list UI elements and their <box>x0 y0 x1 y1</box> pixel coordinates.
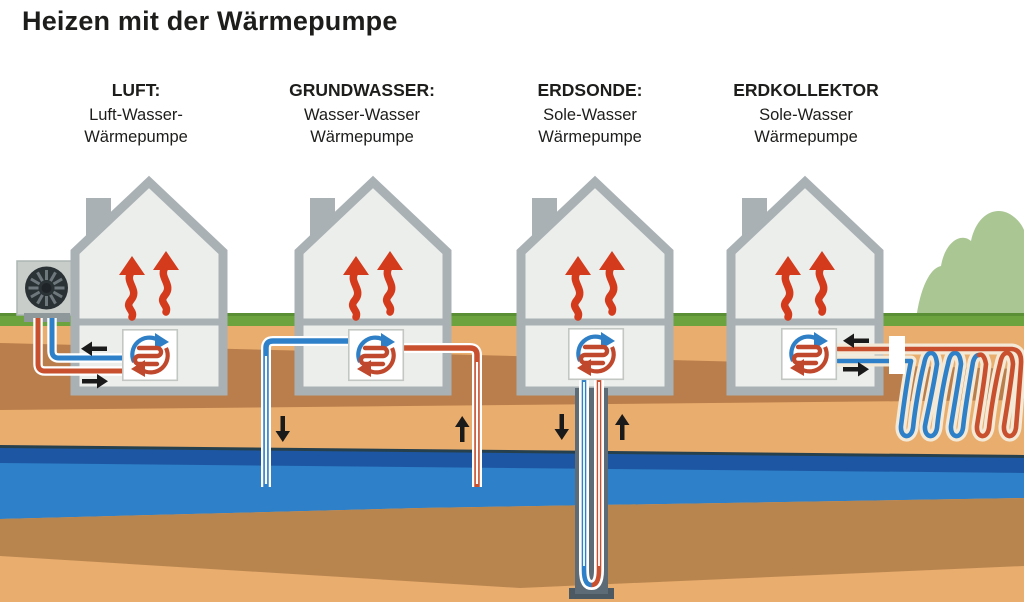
pipes-grundwasser <box>261 336 482 487</box>
bush <box>916 210 1024 320</box>
column-subline: Wärmepumpe <box>310 128 414 146</box>
heat-pump-unit-icon <box>569 329 624 380</box>
soil-deep-brown <box>0 498 1024 588</box>
column-subline: Sole-Wasser <box>759 106 853 124</box>
column-header-erdsonde: ERDSONDE: Sole-Wasser Wärmepumpe <box>475 80 705 148</box>
column-subline: Wärmepumpe <box>538 128 642 146</box>
column-header-luft: LUFT: Luft-Wasser- Wärmepumpe <box>21 80 251 148</box>
column-subline: Luft-Wasser- <box>89 106 183 124</box>
column-heading: ERDSONDE: <box>537 80 643 100</box>
page-title: Heizen mit der Wärmepumpe <box>22 6 398 36</box>
groundwater-dark <box>0 448 1024 474</box>
heat-pump-unit-icon <box>349 330 404 381</box>
column-subline: Wärmepumpe <box>84 128 188 146</box>
ground-collector <box>832 336 1024 442</box>
column-header-erdkollektor: ERDKOLLEKTOR Sole-Wasser Wärmepumpe <box>691 80 921 148</box>
column-heading: ERDKOLLEKTOR <box>733 80 879 100</box>
heat-pump-unit-icon <box>782 329 837 380</box>
groundwater-layer <box>0 463 1024 519</box>
heat-pump-unit-icon <box>123 330 178 381</box>
fan-icon <box>25 266 68 310</box>
pipes-luft <box>33 318 128 376</box>
column-heading: GRUNDWASSER: <box>289 80 435 100</box>
column-heading: LUFT: <box>111 80 161 100</box>
pipes-erdsonde <box>579 376 604 591</box>
column-header-grundwasser: GRUNDWASSER: Wasser-Wasser Wärmepumpe <box>247 80 477 148</box>
borehole <box>569 388 614 599</box>
wall-duct <box>889 336 905 374</box>
air-unit <box>16 260 77 322</box>
column-subline: Wärmepumpe <box>754 128 858 146</box>
column-subline: Sole-Wasser <box>543 106 637 124</box>
column-subline: Wasser-Wasser <box>303 106 421 124</box>
